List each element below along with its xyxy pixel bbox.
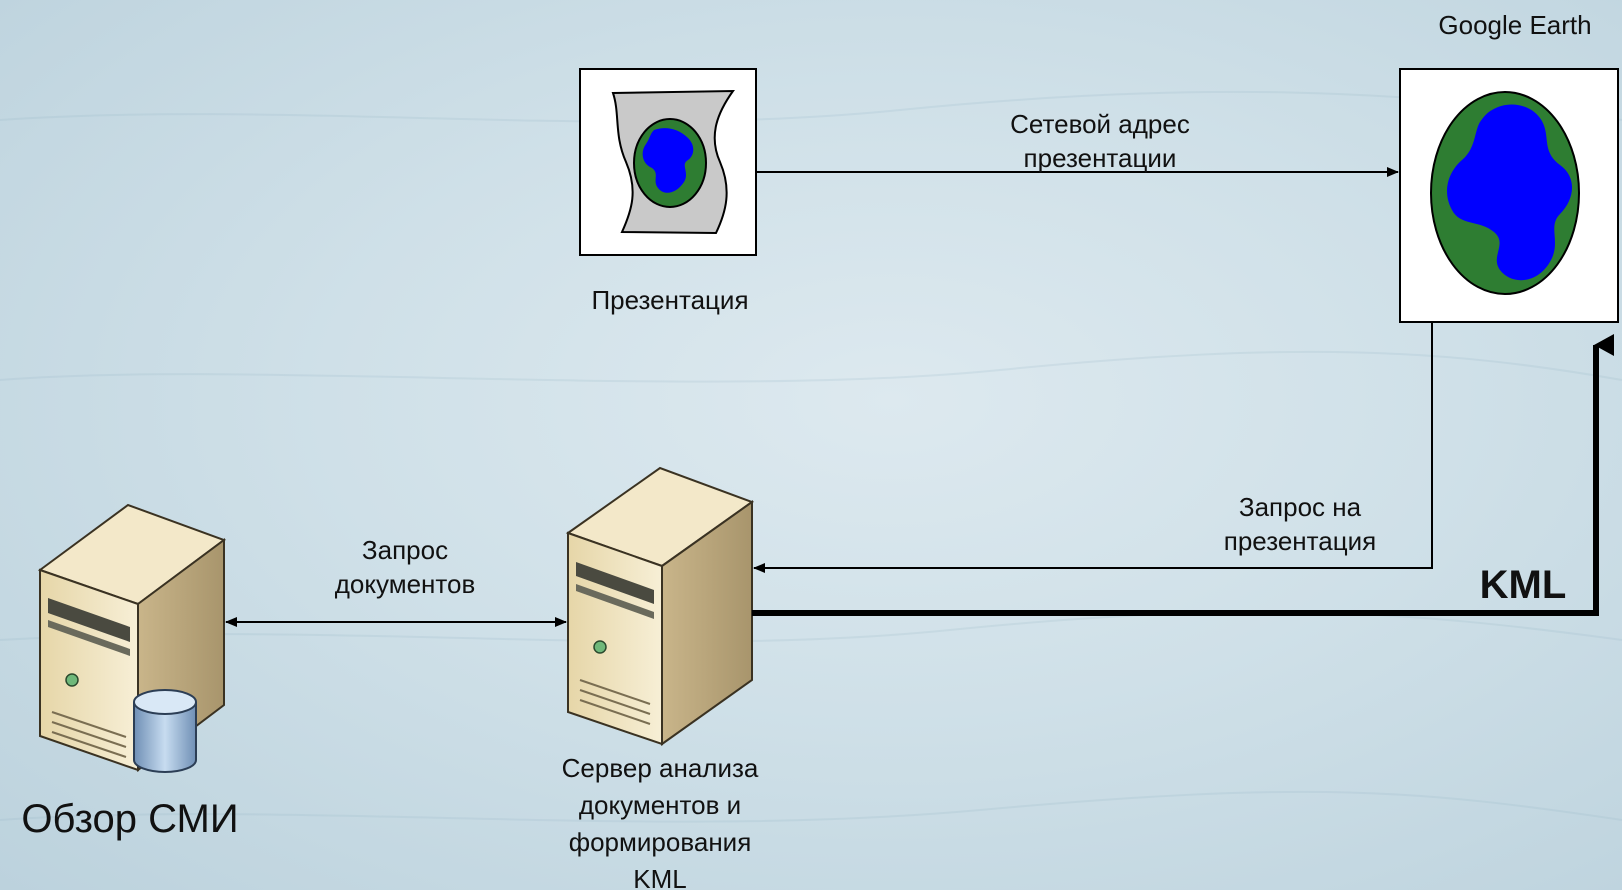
background-texture	[0, 90, 1622, 823]
analysis-server-line-3: формирования	[568, 827, 752, 857]
documents-request-label: Запрос документов	[305, 533, 505, 601]
analysis-server-line-4: KML	[633, 864, 687, 890]
presentation-icon	[579, 68, 757, 256]
analysis-server-line-1: Сервер анализа	[561, 753, 759, 783]
documents-request-line-1: Запрос	[361, 535, 449, 565]
google-earth-label: Google Earth	[1438, 10, 1592, 40]
analysis-server-icon	[565, 466, 755, 746]
media-review-server-icon	[37, 503, 227, 773]
network-address-label: Сетевой адрес презентации	[960, 107, 1240, 175]
kml-label: KML	[1479, 563, 1567, 607]
kml-flow-arrow	[752, 334, 1614, 616]
presentation-label: Презентация	[591, 285, 749, 315]
documents-request-line-2: документов	[334, 569, 476, 599]
network-address-line-1: Сетевой адрес	[1010, 109, 1190, 139]
presentation-request-arrow	[753, 322, 1433, 573]
analysis-server-line-2: документов и	[578, 790, 742, 820]
analysis-server-label: Сервер анализа документов и формирования…	[530, 750, 790, 890]
google-earth-icon	[1399, 68, 1619, 323]
network-address-line-2: презентации	[1023, 143, 1177, 173]
media-review-label: Обзор СМИ	[21, 797, 239, 841]
presentation-request-line-1: Запрос на	[1238, 492, 1362, 522]
presentation-request-line-2: презентация	[1223, 526, 1377, 556]
presentation-request-label: Запрос на презентация	[1190, 490, 1410, 558]
